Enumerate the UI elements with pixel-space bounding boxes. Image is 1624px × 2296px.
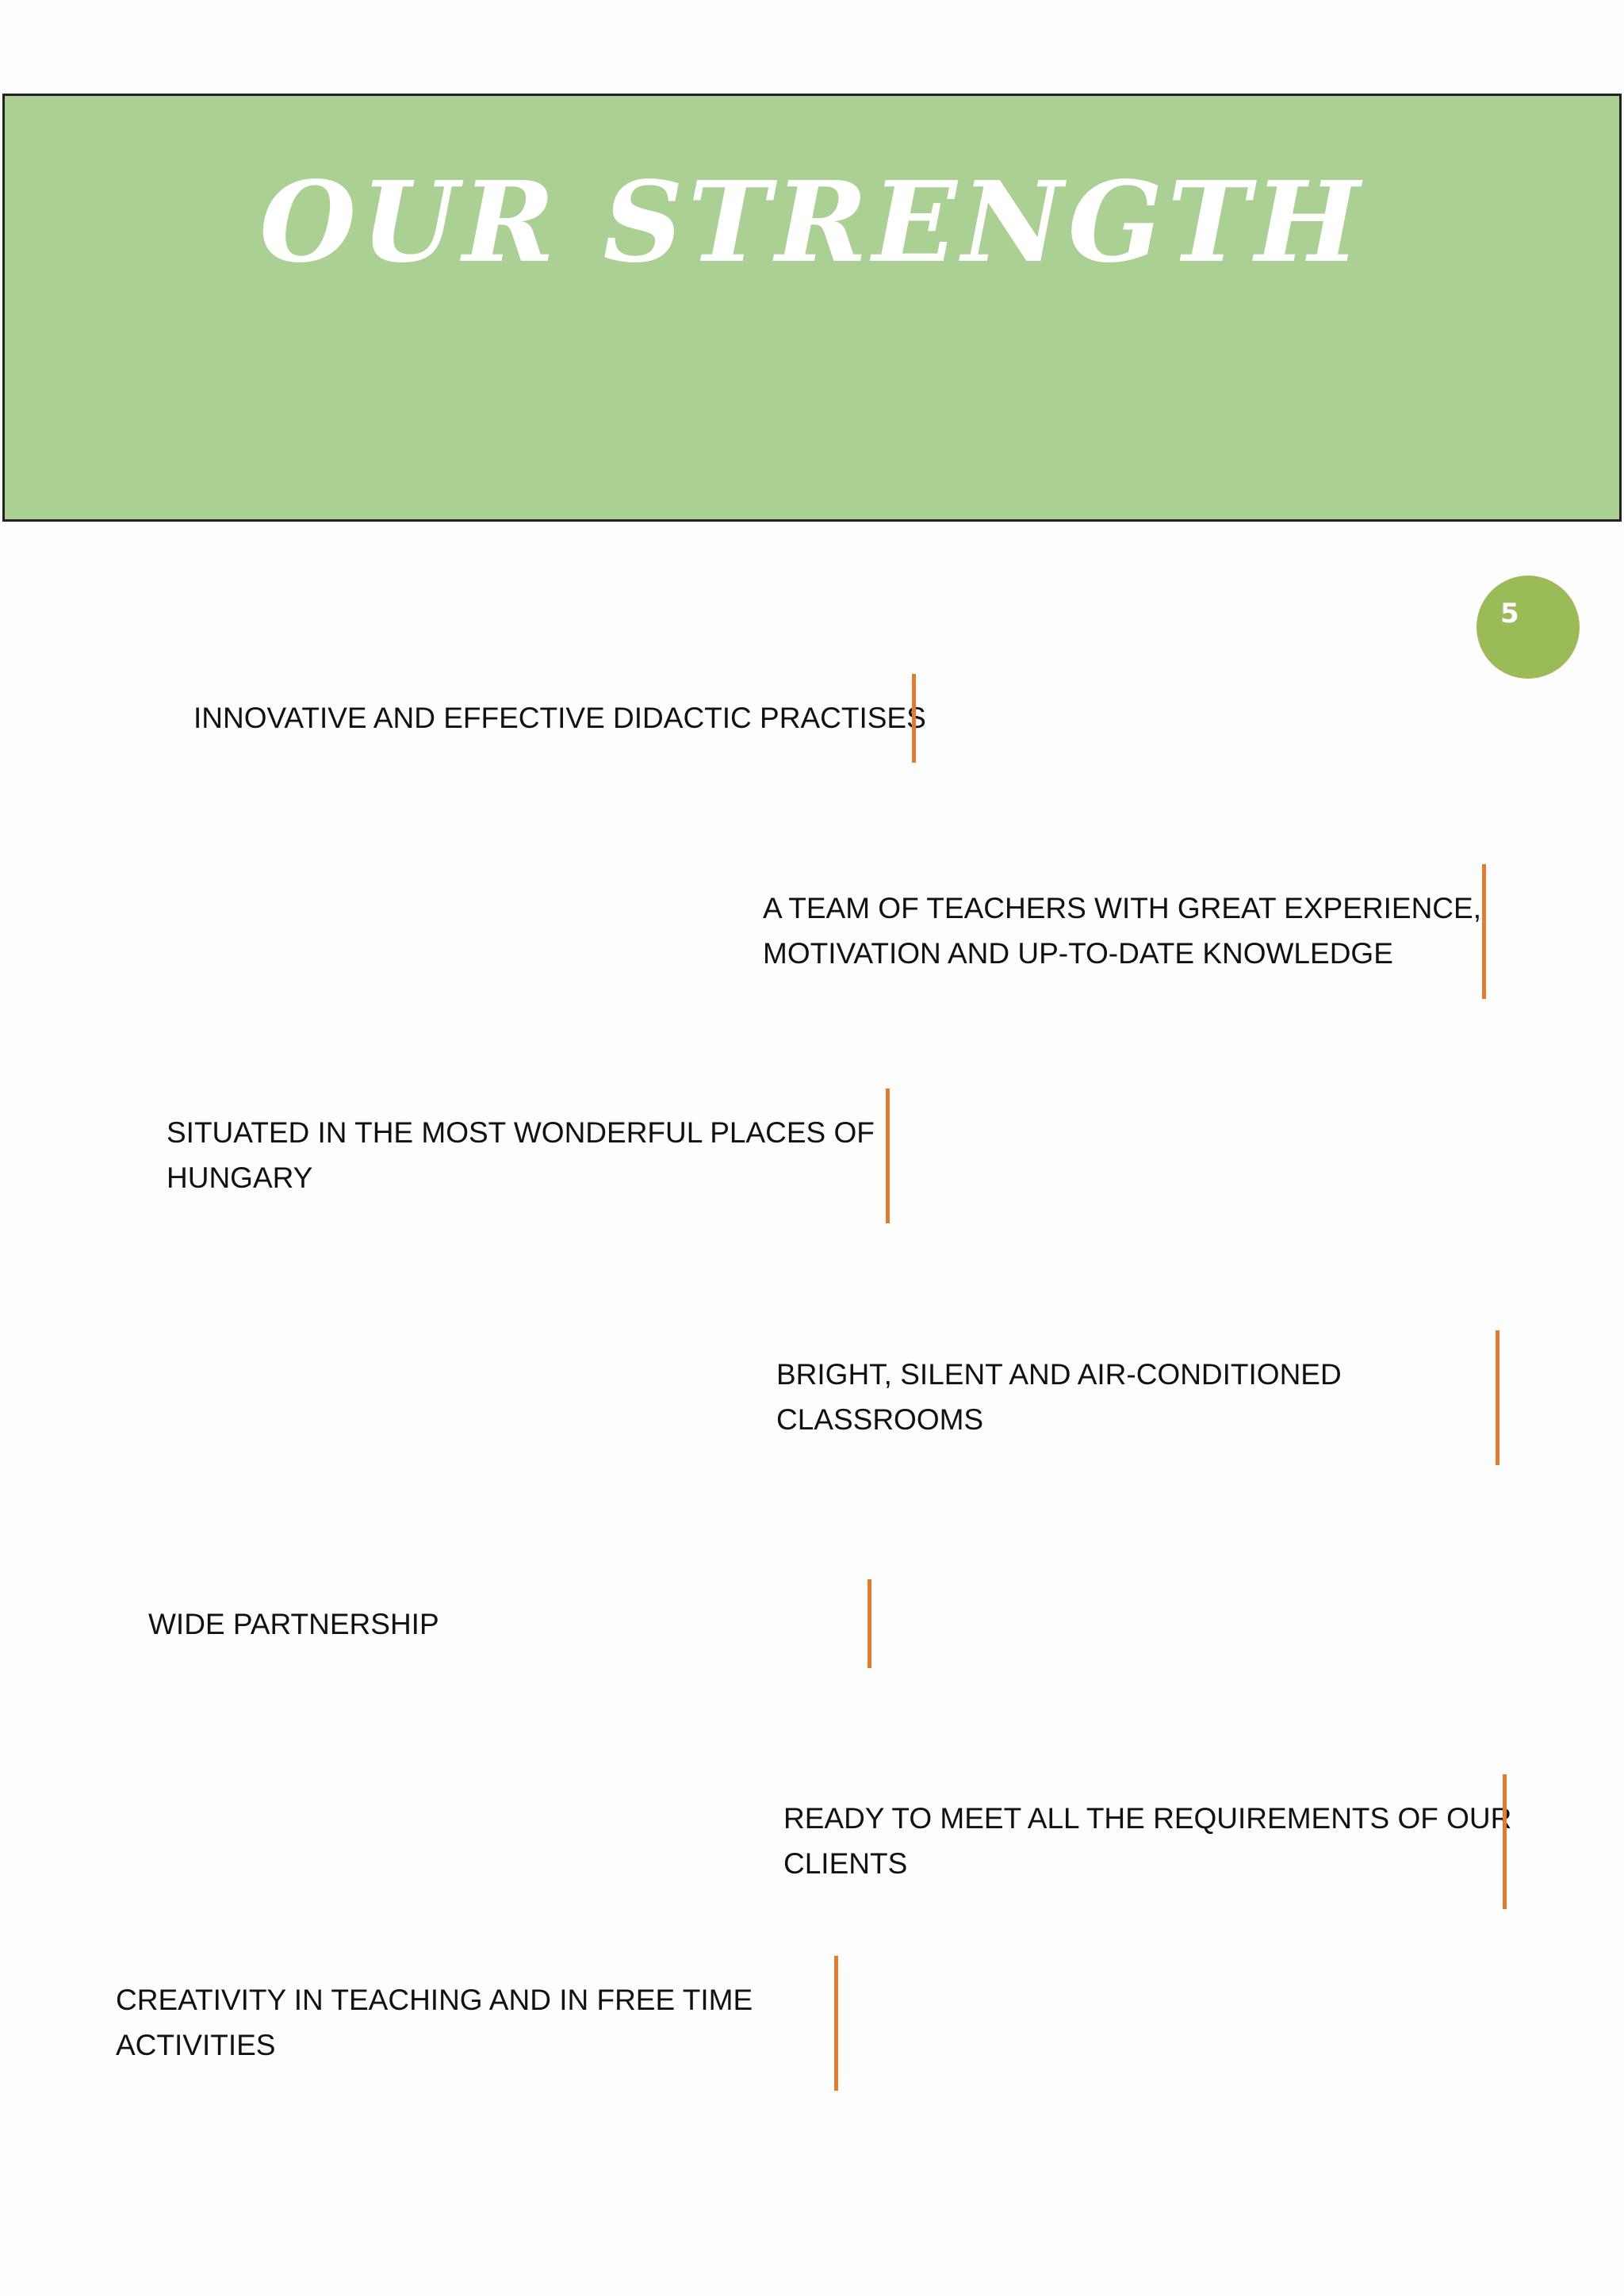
accent-divider	[834, 1956, 838, 2091]
strength-text-line: BRIGHT, SILENT AND AIR-CONDITIONED	[776, 1358, 1342, 1391]
strength-item-partnership: WIDE PARTNERSHIP	[148, 1601, 439, 1647]
strength-text-line: READY TO MEET ALL THE REQUIREMENTS OF OU…	[783, 1802, 1512, 1835]
strength-text-line: INNOVATIVE AND EFFECTIVE DIDACTIC PRACTI…	[193, 702, 926, 734]
accent-divider	[912, 674, 916, 763]
accent-divider	[868, 1579, 871, 1668]
strength-text-line: WIDE PARTNERSHIP	[148, 1608, 439, 1640]
strength-item-classrooms: BRIGHT, SILENT AND AIR-CONDITIONED CLASS…	[776, 1352, 1342, 1442]
accent-divider	[1496, 1330, 1500, 1465]
strength-text-line: HUNGARY	[167, 1161, 313, 1194]
page-number: 5	[1500, 598, 1519, 629]
strength-text-line: MOTIVATION AND UP-TO-DATE KNOWLEDGE	[763, 937, 1393, 970]
strength-text-line: CLIENTS	[783, 1847, 908, 1880]
strength-text-line: ACTIVITIES	[116, 2029, 276, 2061]
strength-item-requirements: READY TO MEET ALL THE REQUIREMENTS OF OU…	[783, 1796, 1511, 1886]
strength-item-teachers: A TEAM OF TEACHERS WITH GREAT EXPERIENCE…	[763, 886, 1481, 976]
strength-item-creativity: CREATIVITY IN TEACHING AND IN FREE TIME …	[116, 1977, 753, 2068]
page-title: OUR STRENGTH	[259, 158, 1365, 288]
page-number-badge: 5	[1477, 576, 1580, 679]
strength-item-didactic-practises: INNOVATIVE AND EFFECTIVE DIDACTIC PRACTI…	[193, 695, 926, 740]
strength-text-line: CLASSROOMS	[776, 1403, 984, 1436]
title-banner: OUR STRENGTH	[2, 94, 1622, 522]
strength-text-line: A TEAM OF TEACHERS WITH GREAT EXPERIENCE…	[763, 892, 1481, 924]
accent-divider	[886, 1089, 890, 1223]
accent-divider	[1482, 864, 1486, 999]
accent-divider	[1503, 1774, 1507, 1909]
strength-text-line: SITUATED IN THE MOST WONDERFUL PLACES OF	[167, 1116, 875, 1149]
strength-text-line: CREATIVITY IN TEACHING AND IN FREE TIME	[116, 1984, 753, 2016]
strength-item-locations: SITUATED IN THE MOST WONDERFUL PLACES OF…	[167, 1110, 875, 1200]
